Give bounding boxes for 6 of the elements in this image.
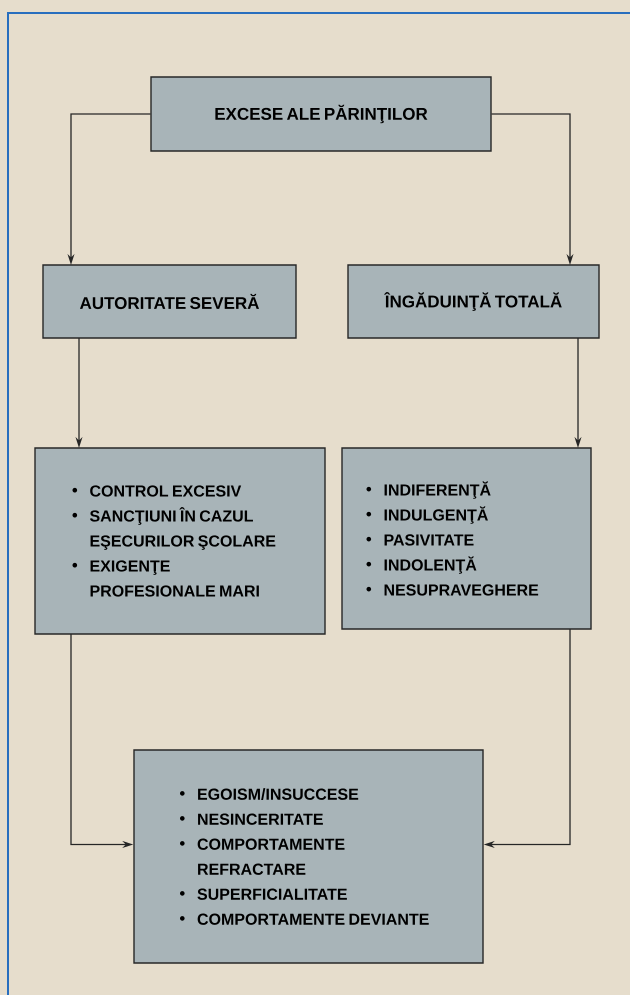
- heading-box: AUTORITATE SEVERĂ: [42, 264, 297, 339]
- heading-box: ÎNGĂDUINŢĂ TOTALĂ: [347, 264, 600, 339]
- list-box: EGOISM/INSUCCESE NESINCERITATE COMPORTAMENTE REFRACTARE SUPERFICIALITATE COMPORTAMENTE DEVIANTE: [133, 749, 484, 964]
- heading-box: EXCESE ALE PĂRINŢILOR: [150, 76, 492, 152]
- list-box: CONTROL EXCESIV SANCŢIUNI ÎN CAZUL EŞECURILOR ŞCOLARE EXIGENŢE PROFESIONALE MARI: [34, 447, 326, 635]
- list-box: INDIFERENŢĂ INDULGENŢĂ PASIVITATE INDOLENŢĂ NESUPRAVEGHERE: [341, 447, 592, 630]
